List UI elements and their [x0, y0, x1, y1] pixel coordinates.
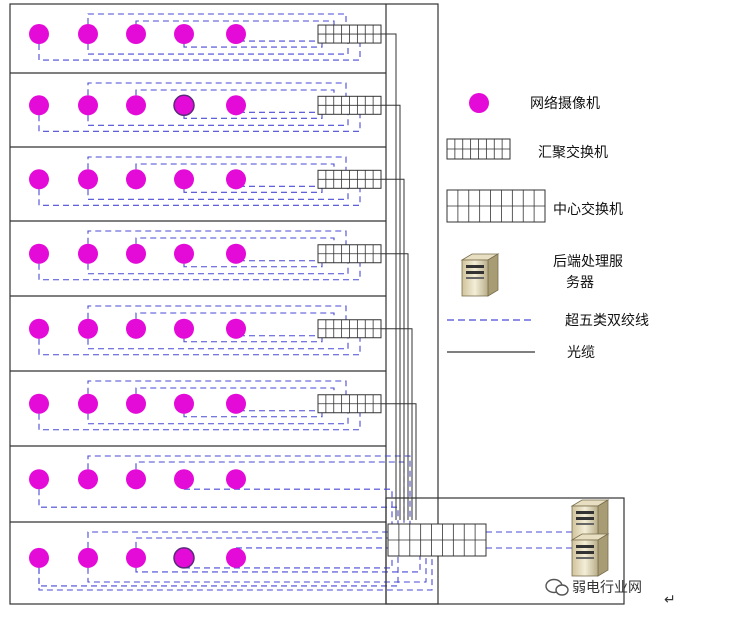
agg-switch	[317, 169, 382, 189]
watermark-text: 弱电行业网	[572, 580, 642, 596]
legend-core-switch-icon	[446, 189, 546, 223]
camera	[78, 24, 98, 45]
camera	[226, 169, 246, 190]
camera	[29, 24, 49, 45]
camera	[78, 547, 98, 568]
legend-server-shape	[460, 253, 500, 297]
floor-dividers	[10, 72, 386, 523]
legend-camera-label: 网络摄像机	[530, 96, 600, 112]
camera	[226, 24, 246, 45]
legend-cat5e-label: 超五类双绞线	[565, 312, 649, 329]
camera	[126, 469, 146, 490]
camera	[29, 243, 49, 264]
cameras	[29, 24, 246, 569]
camera	[174, 24, 194, 45]
watermark: 弱电行业网 ↵	[545, 578, 676, 608]
fiber-run	[381, 253, 409, 520]
building-frame	[9, 3, 439, 605]
camera	[126, 169, 146, 190]
wechat-icon	[545, 578, 569, 596]
camera	[226, 547, 246, 568]
camera	[29, 318, 49, 339]
legend-fiber-label: 光缆	[567, 345, 595, 361]
camera	[173, 547, 195, 569]
camera	[226, 243, 246, 264]
camera	[29, 469, 49, 490]
camera	[126, 547, 146, 568]
agg-switch	[317, 394, 382, 414]
camera	[29, 393, 49, 414]
camera	[78, 169, 98, 190]
fiber-run	[381, 104, 401, 520]
camera	[126, 95, 146, 116]
camera	[29, 95, 49, 116]
legend-server-icon	[460, 253, 500, 297]
return-mark-icon: ↵	[664, 592, 676, 608]
camera	[174, 243, 194, 264]
camera	[29, 547, 49, 568]
camera	[78, 469, 98, 490]
agg-switch	[317, 95, 382, 115]
legend-server-label-line2: 务器	[566, 275, 594, 291]
server	[570, 533, 610, 577]
legend-core-switch-shape	[446, 189, 546, 223]
camera	[78, 95, 98, 116]
legend-agg-switch-shape	[446, 138, 511, 160]
camera	[226, 318, 246, 339]
camera	[174, 393, 194, 414]
camera	[174, 169, 194, 190]
camera	[126, 243, 146, 264]
camera	[174, 318, 194, 339]
camera	[78, 318, 98, 339]
legend-agg-switch-icon	[446, 138, 511, 160]
server-room	[385, 497, 625, 605]
core-switch	[387, 523, 487, 557]
camera	[78, 243, 98, 264]
legend-camera-icon	[469, 93, 489, 113]
camera	[226, 469, 246, 490]
fiber-cabling	[381, 33, 417, 520]
fiber-run	[381, 33, 397, 520]
legend-server-label-line1: 后端处理服	[553, 254, 623, 270]
camera	[226, 393, 246, 414]
agg-switch	[317, 244, 382, 264]
aggregation-switches	[317, 24, 382, 414]
fiber-run	[381, 328, 413, 520]
camera	[29, 169, 49, 190]
camera	[126, 318, 146, 339]
legend-core-switch-label: 中心交换机	[553, 201, 623, 218]
legend-agg-switch-label: 汇聚交换机	[538, 144, 608, 161]
servers	[570, 499, 610, 577]
camera	[226, 95, 246, 116]
fiber-run	[381, 403, 417, 520]
camera	[174, 469, 194, 490]
camera	[173, 94, 195, 117]
fiber-run	[381, 178, 405, 520]
camera	[126, 393, 146, 414]
camera	[78, 393, 98, 414]
agg-switch	[317, 24, 382, 44]
core-switch-body	[387, 523, 487, 557]
legend: 网络摄像机 汇聚交换机 中心交换机 后端处理服 务器 超五类双绞线 光缆	[446, 93, 649, 361]
twisted-pair-cabling	[38, 13, 578, 591]
camera	[126, 24, 146, 45]
agg-switch	[317, 319, 382, 339]
